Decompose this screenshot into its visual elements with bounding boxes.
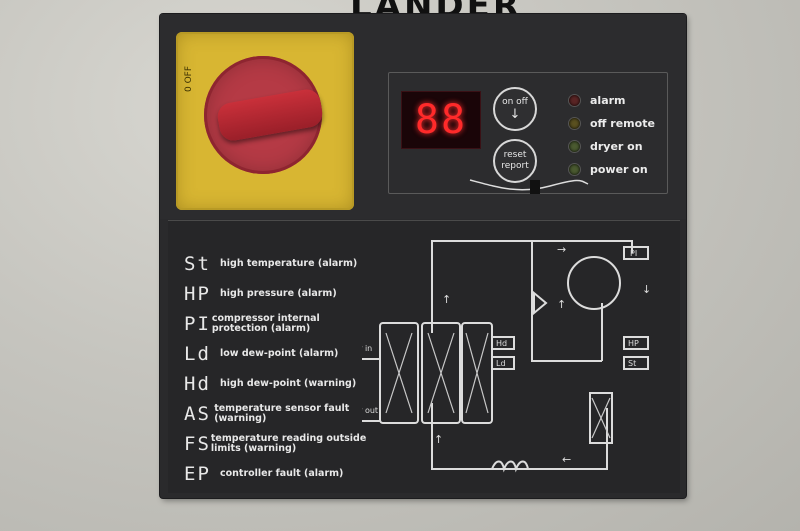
panel-lower-section: St high temperature (alarm) HP high pres… (168, 220, 680, 493)
flow-arrow-icon: → (557, 243, 566, 256)
flow-arrow-icon: ↑ (557, 298, 566, 311)
code: PI (184, 313, 211, 335)
code-description: temperature reading outside limits (warn… (210, 433, 367, 454)
code: FS (184, 433, 211, 455)
tag-st: St (628, 359, 636, 368)
code-description: controller fault (alarm) (220, 468, 344, 479)
code-row-ld: Ld low dew-point (alarm) (184, 339, 374, 369)
code-row-st: St high temperature (alarm) (184, 249, 374, 279)
alarm-led-icon (569, 95, 580, 106)
code-row-as: AS temperature sensor fault (warning) (184, 399, 374, 429)
report-label: report (501, 161, 529, 171)
air-in-label: air in (362, 344, 372, 353)
indicator-off-remote: off remote (569, 112, 669, 135)
reset-report-button[interactable]: reset report (493, 139, 537, 183)
code-row-pi: PI compressor internal protection (alarm… (184, 309, 374, 339)
indicator-label: dryer on (590, 140, 643, 153)
code: AS (184, 403, 211, 425)
knob-handle[interactable] (215, 87, 325, 143)
arrow-down-icon: ↓ (509, 107, 521, 122)
loose-wire (469, 179, 589, 194)
dryer-on-led-icon (569, 141, 580, 152)
indicator-dryer-on: dryer on (569, 135, 669, 158)
tag-ld: Ld (496, 359, 506, 368)
digital-display: 88 (401, 91, 481, 149)
code-row-hd: Hd high dew-point (warning) (184, 369, 374, 399)
panel-upper-section: 0 OFF 88 on off ↓ reset report alarm (160, 14, 686, 219)
code-row-hp: HP high pressure (alarm) (184, 279, 374, 309)
reset-label: reset (503, 150, 527, 160)
refrigeration-schematic: air in air out Hd Ld PI HP St ↑ ↑ → ↓ ← … (362, 240, 651, 473)
code-row-fs: FS temperature reading outside limits (w… (184, 429, 374, 459)
code-description: low dew-point (alarm) (220, 348, 339, 359)
indicator-label: power on (590, 163, 648, 176)
brand-logo: LANDER (350, 0, 610, 14)
flow-arrow-icon: ↑ (442, 293, 451, 306)
code: HP (184, 283, 211, 305)
indicator-power-on: power on (569, 158, 669, 181)
controller-box: 88 on off ↓ reset report alarm off remot… (388, 72, 668, 194)
on-off-label: on off (502, 97, 528, 107)
on-off-button[interactable]: on off ↓ (493, 87, 537, 131)
indicator-list: alarm off remote dryer on power on (569, 89, 669, 181)
code: EP (184, 463, 211, 485)
flow-arrow-icon: ↓ (642, 283, 651, 296)
code-row-ep: EP controller fault (alarm) (184, 459, 374, 489)
flow-arrow-icon: ← (562, 453, 571, 466)
code-description: temperature sensor fault (warning) (214, 403, 350, 424)
code-description: compressor internal protection (alarm) (211, 313, 320, 334)
error-code-legend: St high temperature (alarm) HP high pres… (184, 249, 374, 489)
code-description: high pressure (alarm) (220, 288, 337, 299)
air-out-label: air out (362, 406, 378, 415)
tag-hd: Hd (496, 339, 507, 348)
indicator-label: alarm (590, 94, 626, 107)
code: Hd (184, 373, 211, 395)
flow-arrow-icon: ↑ (434, 433, 443, 446)
indicator-label: off remote (590, 117, 655, 130)
code: Ld (184, 343, 211, 365)
main-switch-plate: 0 OFF (176, 32, 354, 210)
main-switch-knob[interactable] (204, 56, 325, 174)
indicator-alarm: alarm (569, 89, 669, 112)
control-panel: 0 OFF 88 on off ↓ reset report alarm (160, 14, 686, 498)
tag-hp: HP (628, 339, 639, 348)
code: St (184, 253, 211, 275)
tag-pi: PI (630, 249, 637, 258)
code-description: high dew-point (warning) (220, 378, 357, 389)
off-remote-led-icon (569, 118, 580, 129)
switch-position-label: 0 OFF (184, 65, 194, 92)
code-description: high temperature (alarm) (220, 258, 358, 269)
power-on-led-icon (569, 164, 580, 175)
